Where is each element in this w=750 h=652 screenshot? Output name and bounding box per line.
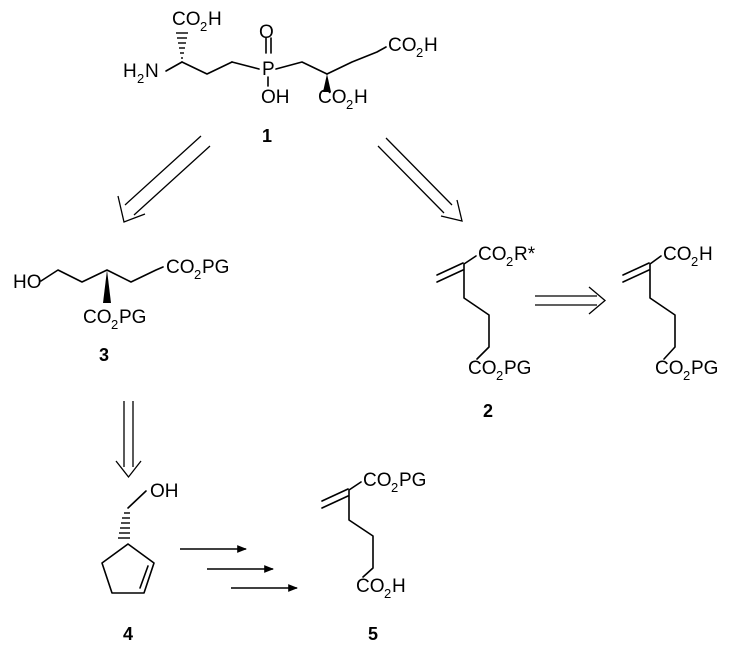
compound-2-backbone (463, 255, 490, 360)
compound-5-co2h-sub: 2 (384, 586, 391, 601)
compound-2-ester-co: CO (478, 244, 507, 265)
compound-2-ester-sub: 2 (506, 254, 513, 269)
compound-3-backbone (40, 266, 164, 283)
compound-5-co2h-co: CO (356, 576, 385, 597)
compound-1-wedge-bond (323, 74, 331, 92)
compound-5-methylene-double-bond (321, 488, 349, 509)
acid-co2h-sub: 2 (691, 254, 698, 269)
compound-1-number: 1 (262, 126, 272, 146)
compound-1-bond-n-ca (165, 61, 183, 72)
compound-2-number: 2 (483, 401, 493, 421)
compound-4-bond-ch2-o (127, 490, 147, 509)
compound-3-co2pg-bottom-co: CO (83, 307, 112, 328)
compound-4: OH 4 (101, 481, 179, 644)
compound-1-co2h-bottom-h: H (354, 87, 368, 108)
acid-co2h-co: CO (663, 244, 692, 265)
compound-1-h2n-h: H (123, 61, 137, 82)
compound-3-co2pg-right-pg: PG (202, 257, 229, 278)
compound-3-wedge-bond (103, 270, 111, 303)
compound-3-co2pg-bottom-sub: 2 (111, 317, 118, 332)
compound-1-co2h-right-co: CO (388, 35, 417, 56)
compound-5-co2pg-co: CO (363, 470, 392, 491)
compound-1-phosphorus: P (262, 59, 275, 80)
compound-3-number: 3 (99, 345, 109, 365)
compound-5-number: 5 (368, 624, 378, 644)
compound-1-co2h-bottom-co: CO (318, 87, 347, 108)
compound-5-co2h-h: H (392, 576, 406, 597)
compound-2: CO 2 R* CO 2 PG 2 (436, 244, 536, 421)
retro-arrow-1-to-2-shaft (377, 137, 453, 214)
compound-4-cyclopentene-ring (101, 543, 155, 594)
acid-backbone (649, 255, 676, 360)
compound-3-ho: HO (13, 272, 42, 293)
compound-2-methylene-double-bond (436, 262, 464, 283)
acid-co2h-h: H (699, 244, 713, 265)
retro-arrow-1-to-3-head (117, 195, 146, 223)
compound-2-co2pg-sub: 2 (496, 368, 503, 383)
compound-1-h2n-n: N (145, 61, 159, 82)
acid-co2pg-pg: PG (691, 358, 718, 379)
compound-1-bond-side-chain (326, 46, 387, 75)
retro-arrow-1-to-2-head (440, 199, 463, 222)
compound-1-oh: OH (261, 87, 290, 108)
compound-1-bond-to-p-left (231, 61, 260, 70)
compound-1-bond-chain-left (181, 61, 233, 75)
retro-arrow-3-to-4 (115, 401, 142, 479)
compound-5-co2pg-sub: 2 (391, 480, 398, 495)
acid-methylene-double-bond (622, 262, 650, 283)
acid-co2pg-co: CO (655, 358, 684, 379)
retro-arrow-3-to-4-shaft (123, 401, 134, 467)
compound-3: HO CO 2 PG CO 2 PG 3 (13, 257, 229, 365)
retro-arrow-3-to-4-head (115, 460, 142, 479)
compound-5-backbone (348, 481, 374, 578)
compound-4-ring-double-bond (139, 565, 149, 589)
compound-2-co2pg-co: CO (468, 358, 497, 379)
compound-1: CO 2 H H 2 N O P OH CO 2 H CO 2 H (123, 9, 438, 146)
compound-4-oh: OH (150, 481, 179, 502)
compound-2-co2pg-pg: PG (504, 358, 531, 379)
compound-5-co2pg-pg: PG (399, 470, 426, 491)
compound-2-ester-r: R* (514, 244, 536, 265)
compound-1-bond-chain-right (275, 61, 328, 75)
compound-1-co2h-bottom-sub: 2 (346, 97, 353, 112)
compound-1-co2h-top-sub: 2 (200, 19, 207, 34)
compound-1-co2h-right-sub: 2 (416, 45, 423, 60)
compound-2-acid-precursor: CO 2 H CO 2 PG (622, 244, 718, 383)
compound-4-number: 4 (123, 624, 133, 644)
retro-arrow-2-to-acid-head (588, 286, 607, 315)
compound-3-co2pg-bottom-pg: PG (119, 307, 146, 328)
retro-arrow-1-to-3-shaft (124, 135, 211, 216)
compound-1-h2n-sub: 2 (137, 71, 144, 86)
acid-co2pg-sub: 2 (683, 368, 690, 383)
compound-3-co2pg-right-sub: 2 (194, 267, 201, 282)
forward-arrows-4-to-5 (180, 545, 298, 592)
compound-1-oxo: O (259, 22, 274, 43)
compound-1-hash-bond (176, 32, 188, 59)
retro-arrow-1-to-2 (377, 137, 463, 222)
retro-arrow-2-to-acid-shaft (535, 295, 597, 306)
compound-5: CO 2 PG CO 2 H 5 (321, 470, 426, 644)
retro-arrow-1-to-3 (117, 135, 211, 223)
compound-4-hash-bond (118, 512, 130, 539)
compound-3-co2pg-right-co: CO (166, 257, 195, 278)
compound-1-co2h-top-co: CO (172, 9, 201, 30)
retro-arrow-2-to-acid (535, 286, 607, 315)
compound-1-co2h-top-h: H (208, 9, 222, 30)
compound-1-co2h-right-h: H (424, 35, 438, 56)
